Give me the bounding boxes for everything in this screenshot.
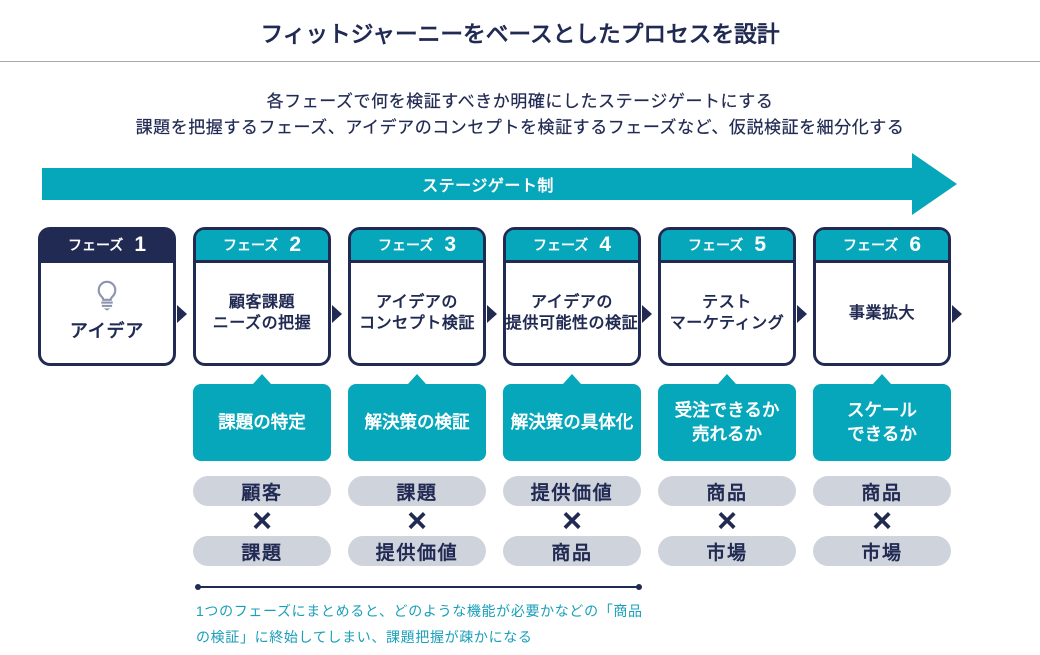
phase-label: フェーズ [68, 237, 124, 253]
next-phase-arrow-icon [332, 305, 342, 323]
callout-pointer-icon [718, 374, 736, 384]
pill-bottom-2: 課題 [193, 536, 331, 566]
phase-card-header-1: フェーズ 1 [41, 230, 173, 263]
next-phase-arrow-icon [487, 305, 497, 323]
phase-number: 3 [444, 233, 456, 256]
phase-number: 4 [599, 233, 611, 256]
phase-label: フェーズ [223, 237, 279, 253]
phase-body-text: アイデアの [531, 294, 613, 311]
intro-line-2: 課題を把握するフェーズ、アイデアのコンセプトを検証するフェーズなど、仮説検証を細… [135, 118, 905, 137]
intro-line-1: 各フェーズで何を検証すべきか明確にしたステージゲートにする [266, 92, 774, 111]
phase-body-text: 提供可能性の検証 [505, 315, 639, 332]
phase-column-5: フェーズ 5 テスト マーケティング 受注できるか 売れるか 商品 × 市場 [658, 227, 807, 647]
callout-pointer-icon [253, 374, 271, 384]
stage-gate-banner-bar [42, 168, 912, 200]
callout-3: 解決策の検証 [348, 384, 486, 461]
phase-number: 2 [289, 233, 301, 256]
next-phase-arrow-icon [177, 305, 187, 323]
footnote-range-dot-right [636, 584, 642, 590]
multiply-icon: × [252, 501, 272, 540]
phase-card-3: フェーズ 3 アイデアの コンセプト検証 [348, 227, 497, 366]
callout-6: スケール できるか [813, 384, 951, 461]
pill-top-3: 課題 [348, 476, 486, 506]
multiply-icon: × [407, 501, 427, 540]
phase-column-3: フェーズ 3 アイデアの コンセプト検証 解決策の検証 課題 × 提供価値 [348, 227, 497, 647]
pill-bottom-4: 商品 [503, 536, 641, 566]
phase-label: フェーズ [533, 237, 589, 253]
callout-text: 解決策の検証 [364, 411, 470, 432]
callout-text: 売れるか [692, 423, 762, 444]
phase-column-1: フェーズ 1 アイデア [38, 227, 187, 647]
phase-card-body-2: 顧客課題 ニーズの把握 [196, 263, 328, 363]
phase-card-body-1: アイデア [41, 263, 173, 363]
callout-pointer-icon [873, 374, 891, 384]
phase-body-text: ニーズの把握 [212, 315, 312, 332]
pill-bottom-6: 市場 [813, 536, 951, 566]
phase-number: 6 [909, 233, 921, 256]
intro-text: 各フェーズで何を検証すべきか明確にしたステージゲートにする 課題を把握するフェー… [0, 89, 1040, 141]
phase-card-4: フェーズ 4 アイデアの 提供可能性の検証 [503, 227, 652, 366]
phase-card-6: フェーズ 6 事業拡大 [813, 227, 962, 366]
phase-card-header-3: フェーズ 3 [351, 230, 483, 263]
multiply-icon: × [872, 501, 892, 540]
page-title: フィットジャーニーをベースとしたプロセスを設計 [260, 21, 780, 47]
callout-5: 受注できるか 売れるか [658, 384, 796, 461]
pill-top-4: 提供価値 [503, 476, 641, 506]
footnote-line-2: の検証」に終始してしまい、課題把握が疎かになる [196, 628, 533, 645]
stage-gate-banner-label: ステージゲート制 [422, 178, 554, 195]
stage-gate-banner-arrowhead-icon [912, 153, 957, 215]
phase-body-text: アイデア [69, 321, 145, 341]
phase-body-text: 事業拡大 [848, 304, 916, 322]
footnote-line-1: 1つのフェーズにまとめると、どのような機能が必要かなどの「商品 [196, 603, 643, 619]
callout-pointer-icon [408, 374, 426, 384]
pill-bottom-3: 提供価値 [348, 536, 486, 566]
callout-4: 解決策の具体化 [503, 384, 641, 461]
phase-label: フェーズ [843, 237, 899, 253]
pill-top-2: 顧客 [193, 476, 331, 506]
pill-top-6: 商品 [813, 476, 951, 506]
phase-label: フェーズ [688, 237, 744, 253]
phase-card-header-6: フェーズ 6 [816, 230, 948, 263]
phase-column-4: フェーズ 4 アイデアの 提供可能性の検証 解決策の具体化 提供価値 × 商品 [503, 227, 652, 647]
callout-text: 受注できるか [674, 400, 780, 420]
multiply-icon: × [562, 501, 582, 540]
phase-number: 1 [134, 233, 146, 256]
pill-top-5: 商品 [658, 476, 796, 506]
phase-card-1: フェーズ 1 アイデア [38, 227, 187, 366]
phase-card-header-4: フェーズ 4 [506, 230, 638, 263]
phase-body-text: テスト [702, 294, 752, 311]
next-phase-arrow-icon [952, 305, 962, 323]
pill-bottom-5: 市場 [658, 536, 796, 566]
phase-card-header-2: フェーズ 2 [196, 230, 328, 263]
phase-column-6: フェーズ 6 事業拡大 スケール できるか 商品 × 市場 [813, 227, 962, 647]
footnote-range-dot-left [195, 584, 201, 590]
callout-text: 課題の特定 [218, 411, 306, 432]
phase-body-text: 顧客課題 [228, 294, 296, 311]
callout-text: スケール [847, 400, 917, 420]
phase-card-body-3: アイデアの コンセプト検証 [351, 263, 483, 363]
phase-card-body-6: 事業拡大 [816, 263, 948, 363]
callout-2: 課題の特定 [193, 384, 331, 461]
phase-body-text: コンセプト検証 [359, 315, 475, 332]
callout-text: できるか [847, 423, 917, 444]
callout-text: 解決策の具体化 [510, 411, 634, 432]
phase-column-2: フェーズ 2 顧客課題 ニーズの把握 課題の特定 顧客 × 課題 [193, 227, 342, 647]
phase-number: 5 [754, 233, 766, 256]
phase-card-body-4: アイデアの 提供可能性の検証 [506, 263, 638, 363]
callout-pointer-icon [563, 374, 581, 384]
phase-card-2: フェーズ 2 顧客課題 ニーズの把握 [193, 227, 342, 366]
footnote-range-line [198, 586, 639, 588]
phase-card-5: フェーズ 5 テスト マーケティング [658, 227, 807, 366]
phase-card-body-5: テスト マーケティング [661, 263, 793, 363]
phase-label: フェーズ [378, 237, 434, 253]
next-phase-arrow-icon [642, 305, 652, 323]
next-phase-arrow-icon [797, 305, 807, 323]
title-divider [0, 61, 1040, 62]
multiply-icon: × [717, 501, 737, 540]
lightbulb-icon [97, 280, 117, 311]
phase-body-text: マーケティング [669, 315, 785, 332]
phase-card-header-5: フェーズ 5 [661, 230, 793, 263]
footnote-text: 1つのフェーズにまとめると、どのような機能が必要かなどの「商品 の検証」に終始し… [196, 599, 643, 650]
phase-body-text: アイデアの [376, 294, 458, 311]
